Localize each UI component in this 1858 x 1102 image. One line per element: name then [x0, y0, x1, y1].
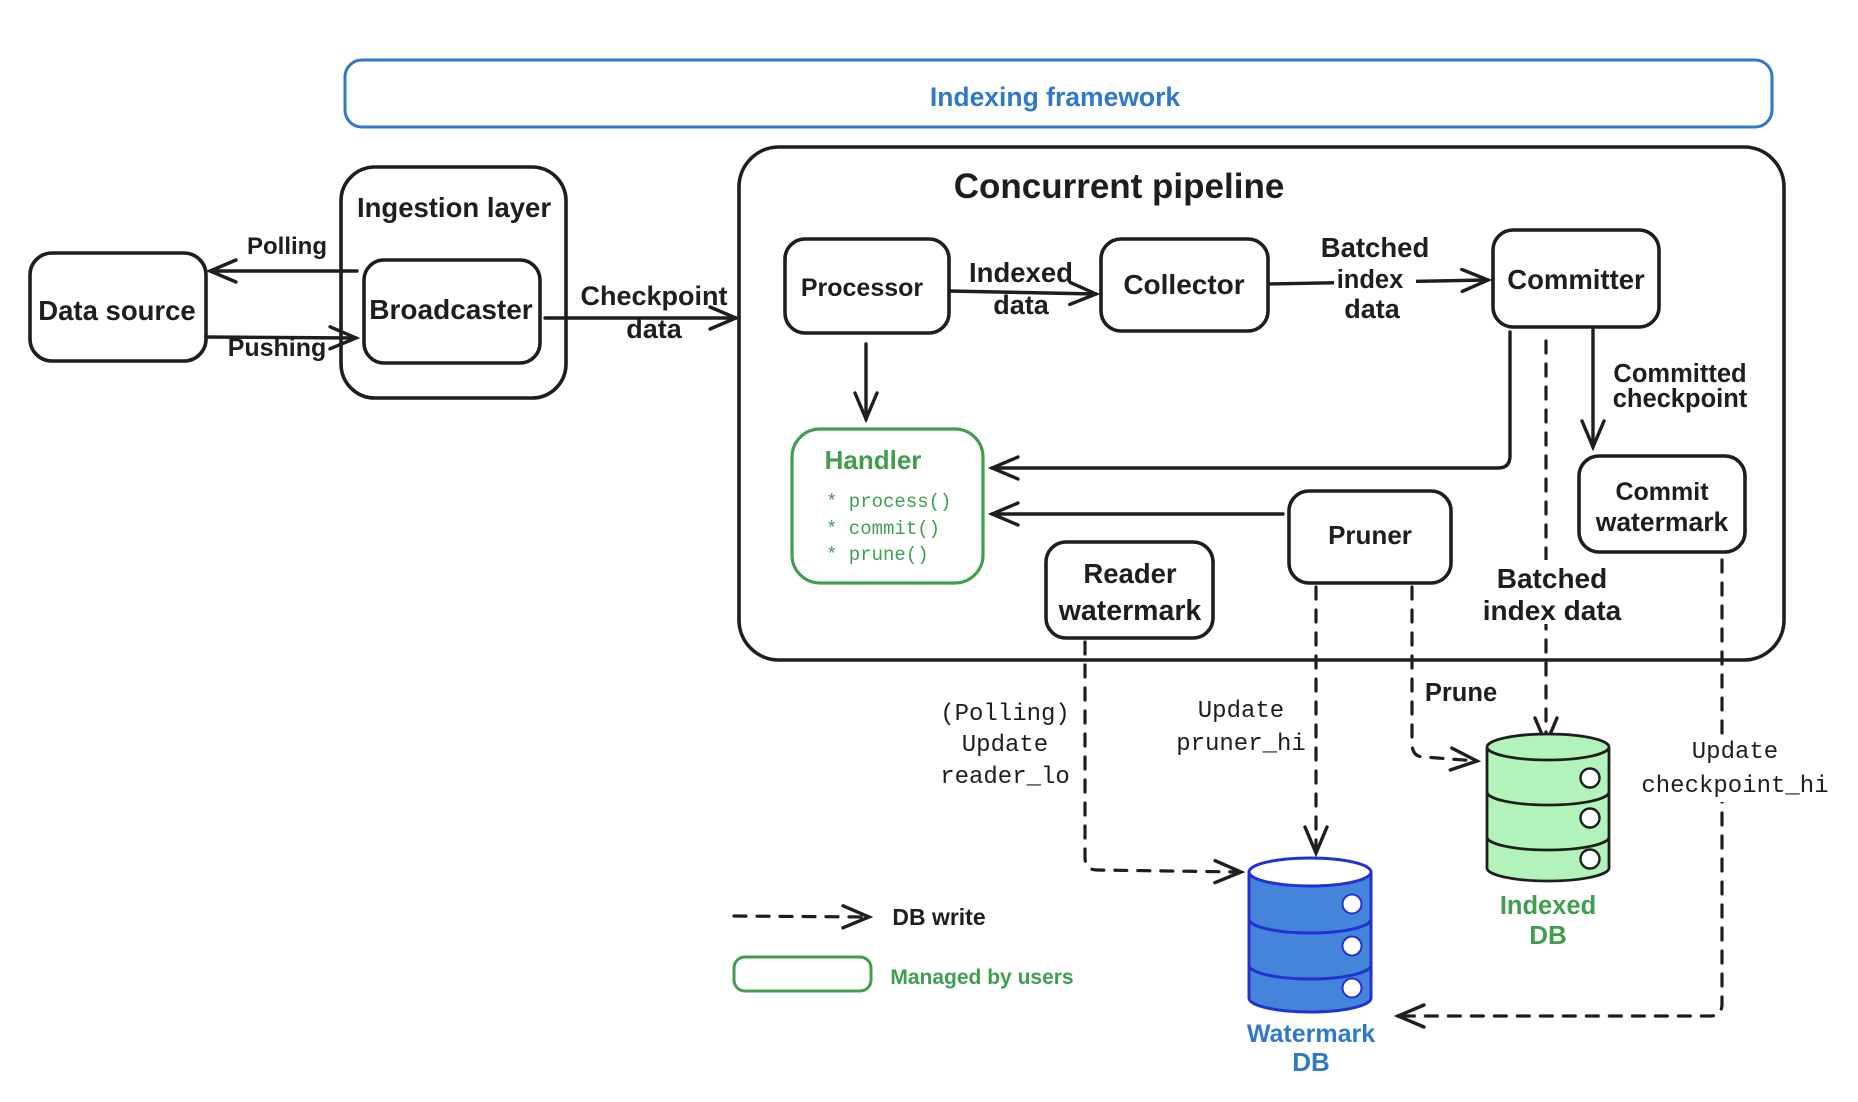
svg-text:Pushing: Pushing — [228, 334, 327, 362]
svg-text:Managed by users: Managed by users — [890, 966, 1073, 989]
svg-text:Update: Update — [1692, 739, 1778, 766]
svg-text:* process(): * process() — [826, 491, 951, 513]
svg-text:DB: DB — [1529, 920, 1567, 950]
svg-text:Batched: Batched — [1497, 563, 1607, 594]
svg-text:Indexed: Indexed — [969, 257, 1073, 288]
svg-text:Update: Update — [1198, 698, 1284, 725]
svg-text:(Polling): (Polling) — [940, 701, 1070, 728]
svg-text:data: data — [1344, 294, 1401, 324]
svg-text:index data: index data — [1483, 595, 1622, 626]
svg-text:Commit: Commit — [1615, 478, 1709, 506]
svg-text:Data source: Data source — [38, 295, 195, 326]
svg-text:DB write: DB write — [892, 904, 985, 930]
svg-text:Update: Update — [962, 732, 1048, 759]
svg-text:Handler: Handler — [825, 445, 922, 475]
svg-text:Processor: Processor — [801, 274, 924, 302]
svg-text:Batched: Batched — [1321, 232, 1430, 263]
svg-text:Ingestion layer: Ingestion layer — [357, 192, 551, 223]
svg-text:Concurrent pipeline: Concurrent pipeline — [954, 167, 1285, 206]
svg-text:checkpoint: checkpoint — [1613, 385, 1748, 413]
svg-text:Indexing framework: Indexing framework — [930, 82, 1181, 112]
svg-text:Watermark: Watermark — [1247, 1020, 1375, 1048]
svg-text:* commit(): * commit() — [826, 518, 940, 540]
svg-text:reader_lo: reader_lo — [940, 764, 1070, 791]
svg-text:Pruner: Pruner — [1328, 520, 1412, 550]
svg-text:watermark: watermark — [1058, 595, 1202, 627]
svg-text:data: data — [626, 314, 683, 344]
svg-text:Committer: Committer — [1507, 264, 1645, 295]
svg-text:Prune: Prune — [1425, 679, 1497, 707]
svg-text:Committed: Committed — [1613, 360, 1746, 388]
svg-text:DB: DB — [1292, 1047, 1330, 1077]
svg-text:watermark: watermark — [1595, 507, 1729, 537]
svg-text:Checkpoint: Checkpoint — [580, 281, 727, 311]
svg-text:Broadcaster: Broadcaster — [369, 294, 533, 325]
svg-text:Reader: Reader — [1083, 558, 1177, 589]
svg-text:* prune(): * prune() — [826, 544, 929, 566]
svg-text:data: data — [993, 290, 1050, 320]
svg-text:Indexed: Indexed — [1500, 892, 1596, 920]
svg-text:Polling: Polling — [247, 233, 327, 260]
svg-text:pruner_hi: pruner_hi — [1176, 731, 1306, 758]
svg-text:index: index — [1337, 266, 1404, 294]
svg-text:Collector: Collector — [1123, 269, 1244, 300]
svg-text:checkpoint_hi: checkpoint_hi — [1641, 773, 1828, 800]
